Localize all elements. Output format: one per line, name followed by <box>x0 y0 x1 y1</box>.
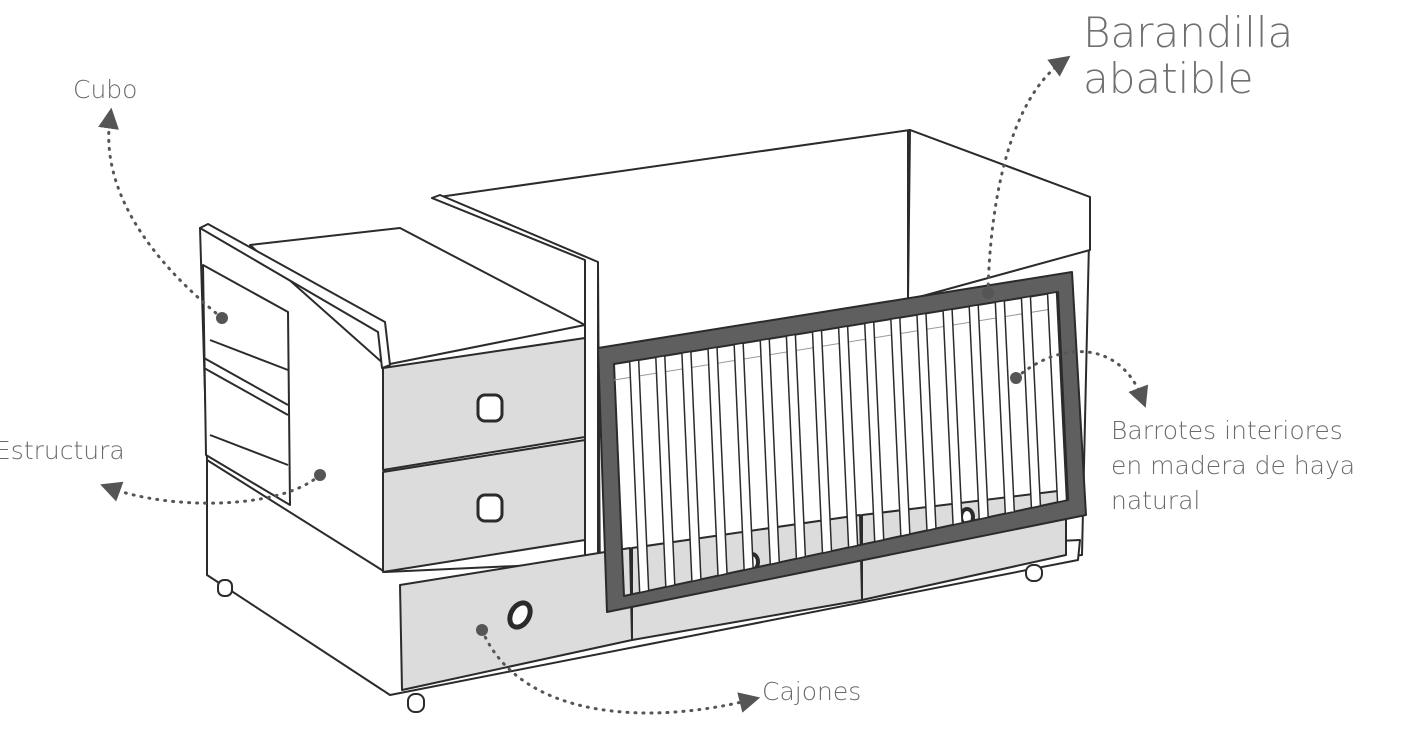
rail-slat <box>707 346 728 577</box>
rail-slat <box>733 342 754 571</box>
foot <box>1025 564 1043 582</box>
drawer-handle-icon <box>507 600 533 630</box>
rail-slat <box>1046 291 1068 504</box>
rail-slat <box>916 312 937 532</box>
rail-slat <box>863 321 885 543</box>
barandilla-pointer <box>986 55 1071 295</box>
drop-down-rail-frame <box>597 271 1087 613</box>
cajones-pointer <box>480 628 761 715</box>
rail-slat <box>890 316 911 537</box>
rail-slat <box>785 333 807 560</box>
cubo-pointer <box>98 107 224 320</box>
cube-top-edge <box>199 223 391 369</box>
cube-open-shelf <box>202 264 291 506</box>
label-barrotes-line1: Barrotes interiores <box>1111 416 1343 445</box>
rail-slat <box>811 329 833 554</box>
label-barrotes-line3: natural <box>1111 486 1201 515</box>
label-barrotes: Barrotes interiores en madera de haya na… <box>1111 413 1355 518</box>
rail-slat <box>968 304 989 520</box>
rail-slat <box>655 354 676 588</box>
rail-slat <box>681 350 702 583</box>
label-barandilla: Barandilla abatible <box>1083 10 1293 102</box>
rail-slat <box>837 325 859 549</box>
rail-slat <box>994 299 1016 515</box>
drawer-handle-icon <box>476 493 504 523</box>
label-estructura: Estructura <box>0 436 125 465</box>
label-barrotes-line2: en madera de haya <box>1111 451 1356 480</box>
label-barandilla-line2: abatible <box>1083 54 1254 103</box>
rail-slat <box>942 308 963 526</box>
rail-slat <box>628 359 650 594</box>
label-cajones: Cajones <box>762 677 862 706</box>
drawer-handle-icon <box>476 393 504 423</box>
foot <box>407 693 425 713</box>
label-barandilla-line1: Barandilla <box>1083 8 1294 57</box>
rail-slat <box>759 338 781 566</box>
foot <box>217 579 233 597</box>
estructura-pointer <box>100 473 322 505</box>
rail-slat <box>1020 295 1042 509</box>
label-cubo: Cubo <box>73 75 138 104</box>
